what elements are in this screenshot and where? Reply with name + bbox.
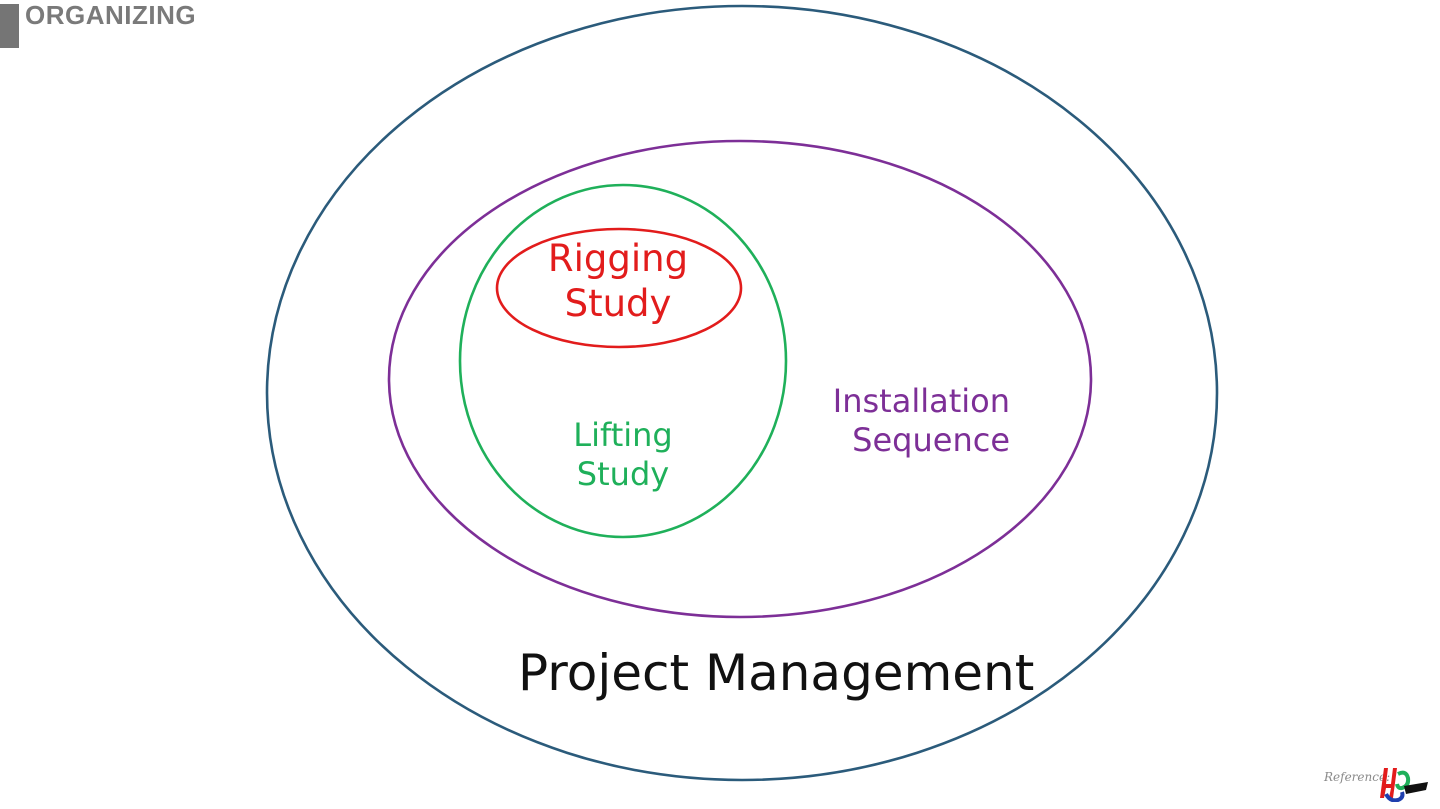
installation-sequence-label: Installation Sequence bbox=[788, 382, 1010, 460]
institute-logo: Reference: bbox=[1324, 762, 1434, 804]
slide-title: ORGANIZING bbox=[25, 0, 197, 30]
header-accent-bar bbox=[0, 4, 19, 48]
project-management-ellipse bbox=[265, 4, 1219, 782]
installation-sequence-ellipse bbox=[387, 139, 1093, 619]
installation-sequence-label-line1: Installation bbox=[832, 382, 1010, 420]
project-management-label: Project Management bbox=[518, 644, 1035, 702]
rigging-study-label-line1: Rigging bbox=[547, 237, 689, 280]
reference-text: Reference: bbox=[1324, 770, 1391, 784]
installation-sequence-label-line2: Sequence bbox=[852, 421, 1010, 460]
lifting-study-circle bbox=[458, 183, 788, 539]
lifting-study-label-line1: Lifting bbox=[573, 416, 673, 454]
lifting-study-label: Lifting Study bbox=[556, 416, 690, 494]
rigging-study-label: Rigging Study bbox=[545, 236, 691, 326]
lifting-study-label-line2: Study bbox=[576, 455, 670, 494]
rigging-study-label-line2: Study bbox=[564, 282, 672, 326]
institute-logo-icon bbox=[1380, 768, 1428, 802]
rigging-study-ellipse bbox=[495, 227, 743, 349]
